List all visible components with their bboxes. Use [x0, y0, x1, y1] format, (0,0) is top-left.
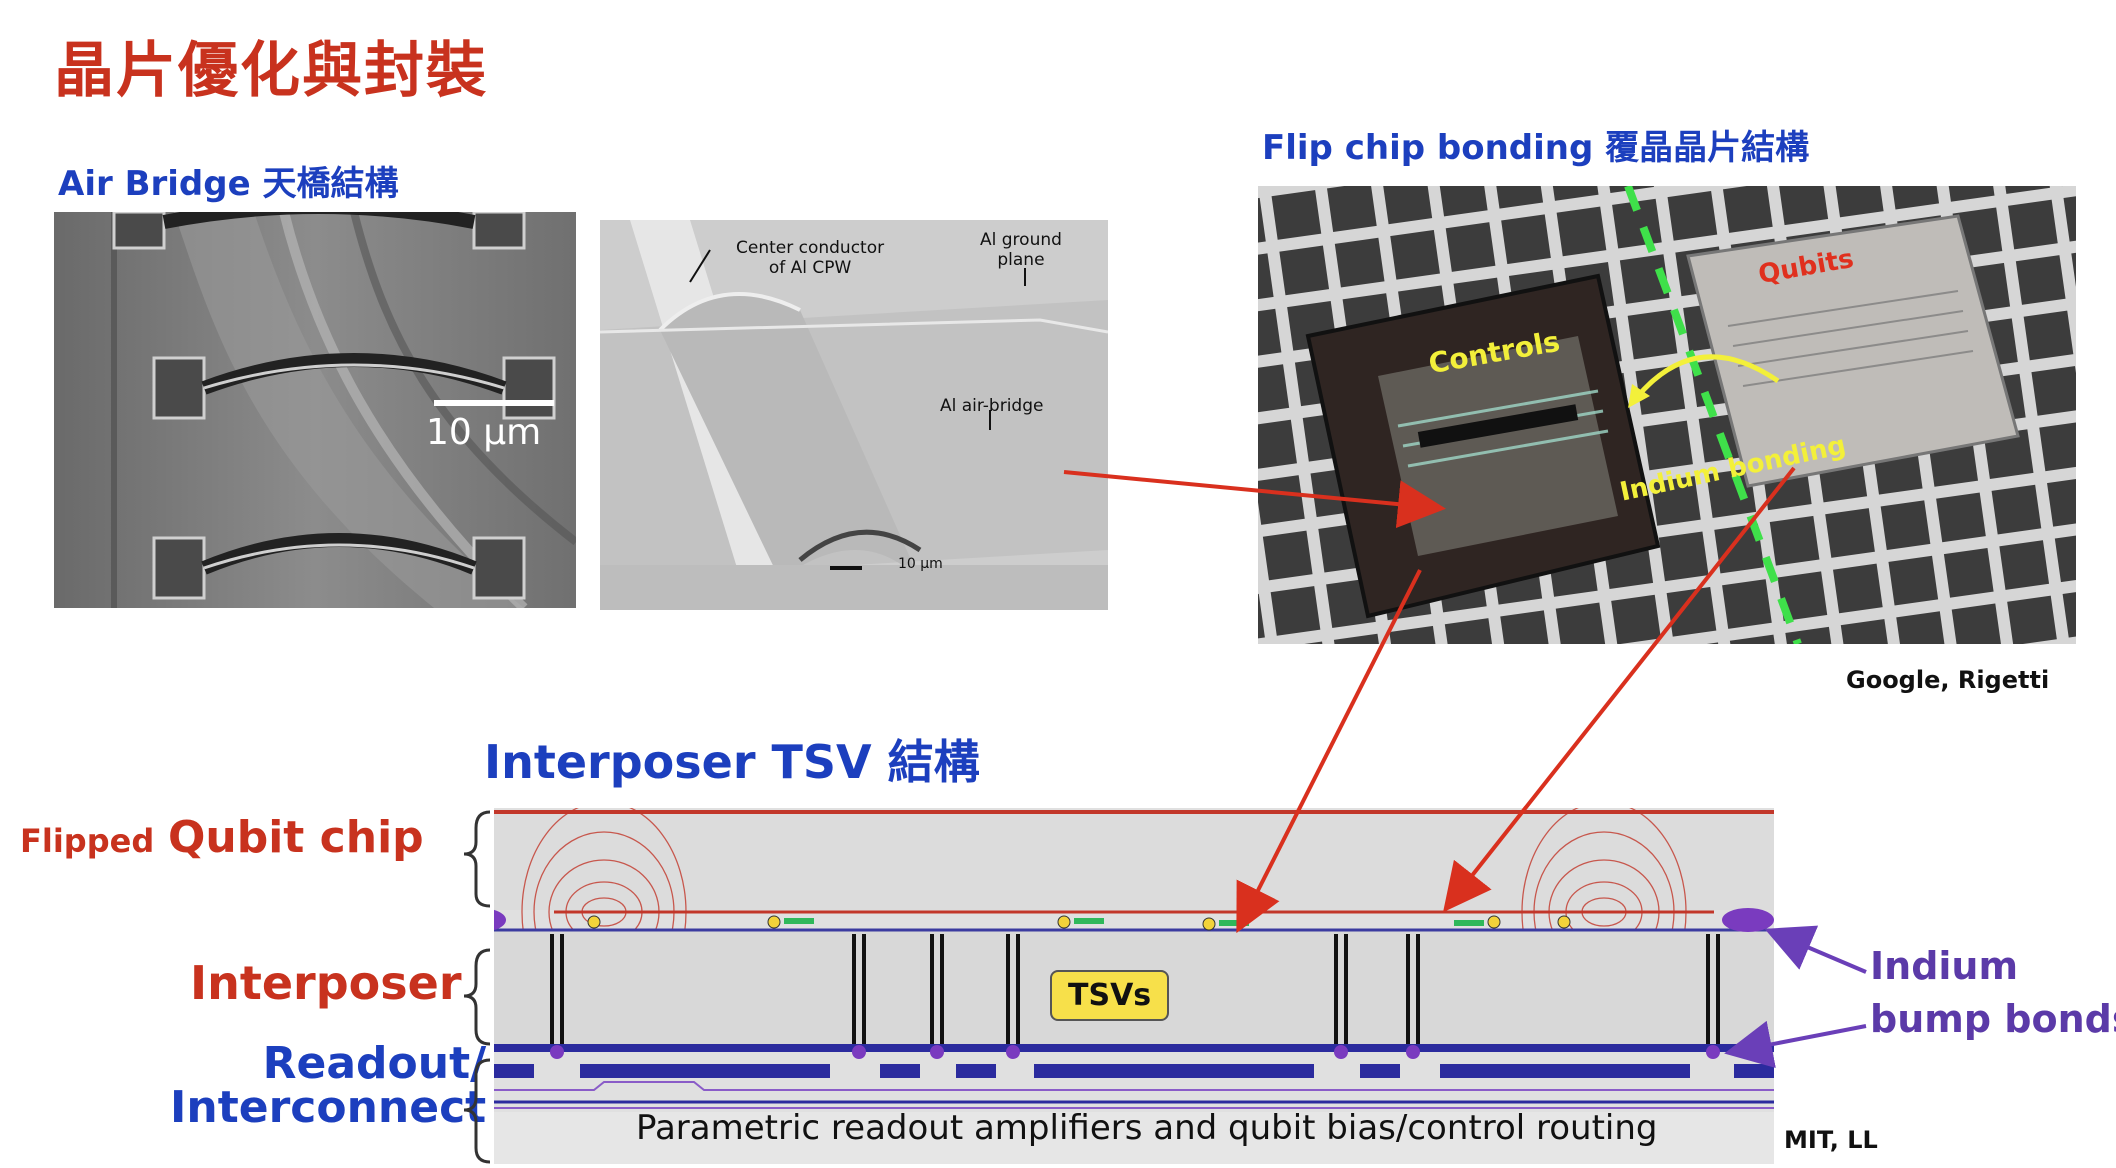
interposer-label: Interposer [190, 956, 462, 1010]
interposer-heading: Interposer TSV 結構 [484, 735, 980, 789]
routing-caption: Parametric readout amplifiers and qubit … [636, 1108, 1658, 1148]
tsv-badge: TSVs [1050, 970, 1170, 1021]
indium-bump-bonds-label: Indium bump bonds [1870, 944, 2116, 1042]
qubit-chip-label: Qubit chip [168, 812, 424, 863]
page-title: 晶片優化與封裝 [54, 36, 488, 106]
interposer-cross-section: TSVs Parametric readout amplifiers and q… [494, 808, 1774, 1164]
readout-interconnect-label: Readout/ Interconnect [170, 1038, 487, 1133]
credit-mit-ll: MIT, LL [1784, 1126, 1878, 1154]
air-bridge-sem-image: 10 µm [54, 212, 576, 608]
annotation-center-conductor: Center conductor of Al CPW [736, 238, 885, 278]
scale-bar-label-2: 10 µm [898, 556, 943, 572]
flip-chip-heading: Flip chip bonding 覆晶晶片結構 [1262, 128, 1810, 168]
scale-bar-label: 10 µm [426, 412, 542, 453]
air-bridge-annotated-image: Center conductor of Al CPW Al ground pla… [600, 220, 1108, 610]
credit-google-rigetti: Google, Rigetti [1846, 666, 2050, 694]
air-bridge-heading: Air Bridge 天橋結構 [58, 164, 399, 204]
annotation-ground-plane: Al ground plane [980, 230, 1062, 270]
flipped-label-small: Flipped [20, 822, 155, 860]
flip-chip-photo: Controls Qubits Indium bonding [1258, 186, 2076, 644]
annotation-air-bridge: Al air-bridge [940, 396, 1044, 416]
layer-braces [463, 810, 491, 1164]
